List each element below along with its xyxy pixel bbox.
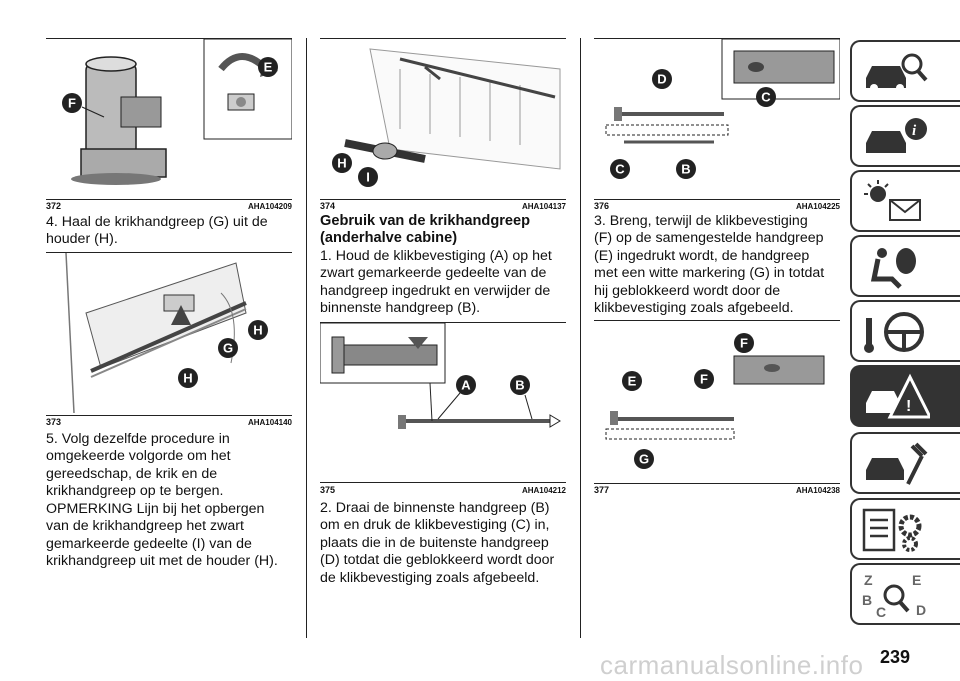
car-search-icon (866, 53, 928, 92)
steering-key-icon (864, 312, 924, 353)
watermark: carmanualsonline.info (600, 650, 864, 680)
car-info-icon: i (866, 118, 927, 153)
figure-rule (46, 252, 292, 253)
caption-rule (320, 482, 566, 483)
svg-text:!: ! (906, 398, 911, 415)
tab-car-tools[interactable] (850, 432, 960, 494)
caption-rule (46, 415, 292, 416)
tab-car-search[interactable] (850, 40, 960, 102)
svg-text:E: E (912, 572, 921, 588)
column-divider-1 (306, 38, 307, 638)
section-heading: Gebruik van de krikhandgreep (anderhalve… (320, 213, 531, 247)
figure-373: H G H (46, 253, 292, 413)
note-text: OPMERKING Lijn bij het opbergen van de k… (46, 501, 278, 570)
figure-reference: AHA104225 (795, 202, 840, 211)
callout-label: F (700, 372, 708, 387)
figure-reference: AHA104238 (795, 486, 840, 495)
callout-label: F (740, 336, 748, 351)
tab-specs-gears[interactable] (850, 498, 960, 560)
svg-text:B: B (862, 592, 872, 608)
warning-lights-icon (864, 180, 921, 221)
callout-label: C (615, 162, 625, 177)
column-divider-2 (580, 38, 581, 638)
callout-label: F (68, 96, 76, 111)
caption-rule (46, 199, 292, 200)
caption-rule (594, 199, 840, 200)
callout-label: A (461, 378, 471, 393)
figure-number: 374 (320, 201, 336, 211)
callout-label: G (639, 452, 649, 467)
callout-label: H (253, 323, 262, 338)
step-3-text: 3. Breng, terwijl de klikbevestiging (F)… (594, 213, 825, 317)
svg-text:C: C (876, 604, 886, 619)
figure-reference: AHA104209 (247, 202, 292, 211)
caption-rule (320, 199, 566, 200)
step-1-text: 1. Houd de klikbevestiging (A) op het zw… (320, 248, 552, 317)
roadside-emergency-icon: ! (866, 373, 930, 419)
figure-number: 372 (46, 201, 62, 211)
figure-376: D C C B (594, 39, 840, 197)
page-number: 239 (880, 647, 911, 667)
figure-reference: AHA104140 (247, 418, 292, 427)
callout-label: E (628, 374, 637, 389)
step-5-text: 5. Volg dezelfde procedure in omgekeerde… (46, 431, 231, 500)
tab-steering-key[interactable] (850, 300, 960, 362)
svg-text:i: i (912, 123, 917, 139)
figure-rule (594, 38, 840, 39)
step-4-text: 4. Haal de krikhandgreep (G) uit de houd… (46, 214, 268, 248)
svg-text:Z: Z (864, 572, 873, 588)
specs-gears-icon (862, 508, 922, 552)
step-2-text: 2. Draai de binnenste handgreep (B) om e… (320, 500, 555, 586)
tab-warning-lights[interactable] (850, 170, 960, 232)
figure-rule (320, 38, 566, 39)
figure-reference: AHA104212 (521, 486, 566, 495)
callout-label: D (657, 72, 666, 87)
callout-label: G (223, 341, 233, 356)
callout-label: B (681, 162, 690, 177)
svg-text:D: D (916, 602, 926, 618)
figure-reference: AHA104137 (521, 202, 566, 211)
alphabet-index-icon: Z E BC D (862, 572, 926, 619)
callout-label: B (515, 378, 524, 393)
figure-377: F E F G (594, 321, 840, 481)
figure-number: 375 (320, 485, 336, 495)
caption-rule (594, 483, 840, 484)
tab-roadside-emergency[interactable]: ! (850, 365, 960, 427)
figure-number: 376 (594, 201, 610, 211)
callout-label: C (761, 90, 771, 105)
figure-rule (46, 38, 292, 39)
figure-number: 377 (594, 485, 610, 495)
callout-label: H (337, 156, 346, 171)
tab-airbag-seat[interactable] (850, 235, 960, 297)
car-tools-icon (866, 442, 928, 485)
callout-label: E (264, 60, 273, 75)
figure-rule (594, 320, 840, 321)
tab-car-info[interactable]: i (850, 105, 960, 167)
figure-number: 373 (46, 417, 62, 427)
airbag-seat-icon (870, 248, 916, 289)
callout-label: I (366, 170, 370, 185)
callout-label: H (183, 371, 192, 386)
